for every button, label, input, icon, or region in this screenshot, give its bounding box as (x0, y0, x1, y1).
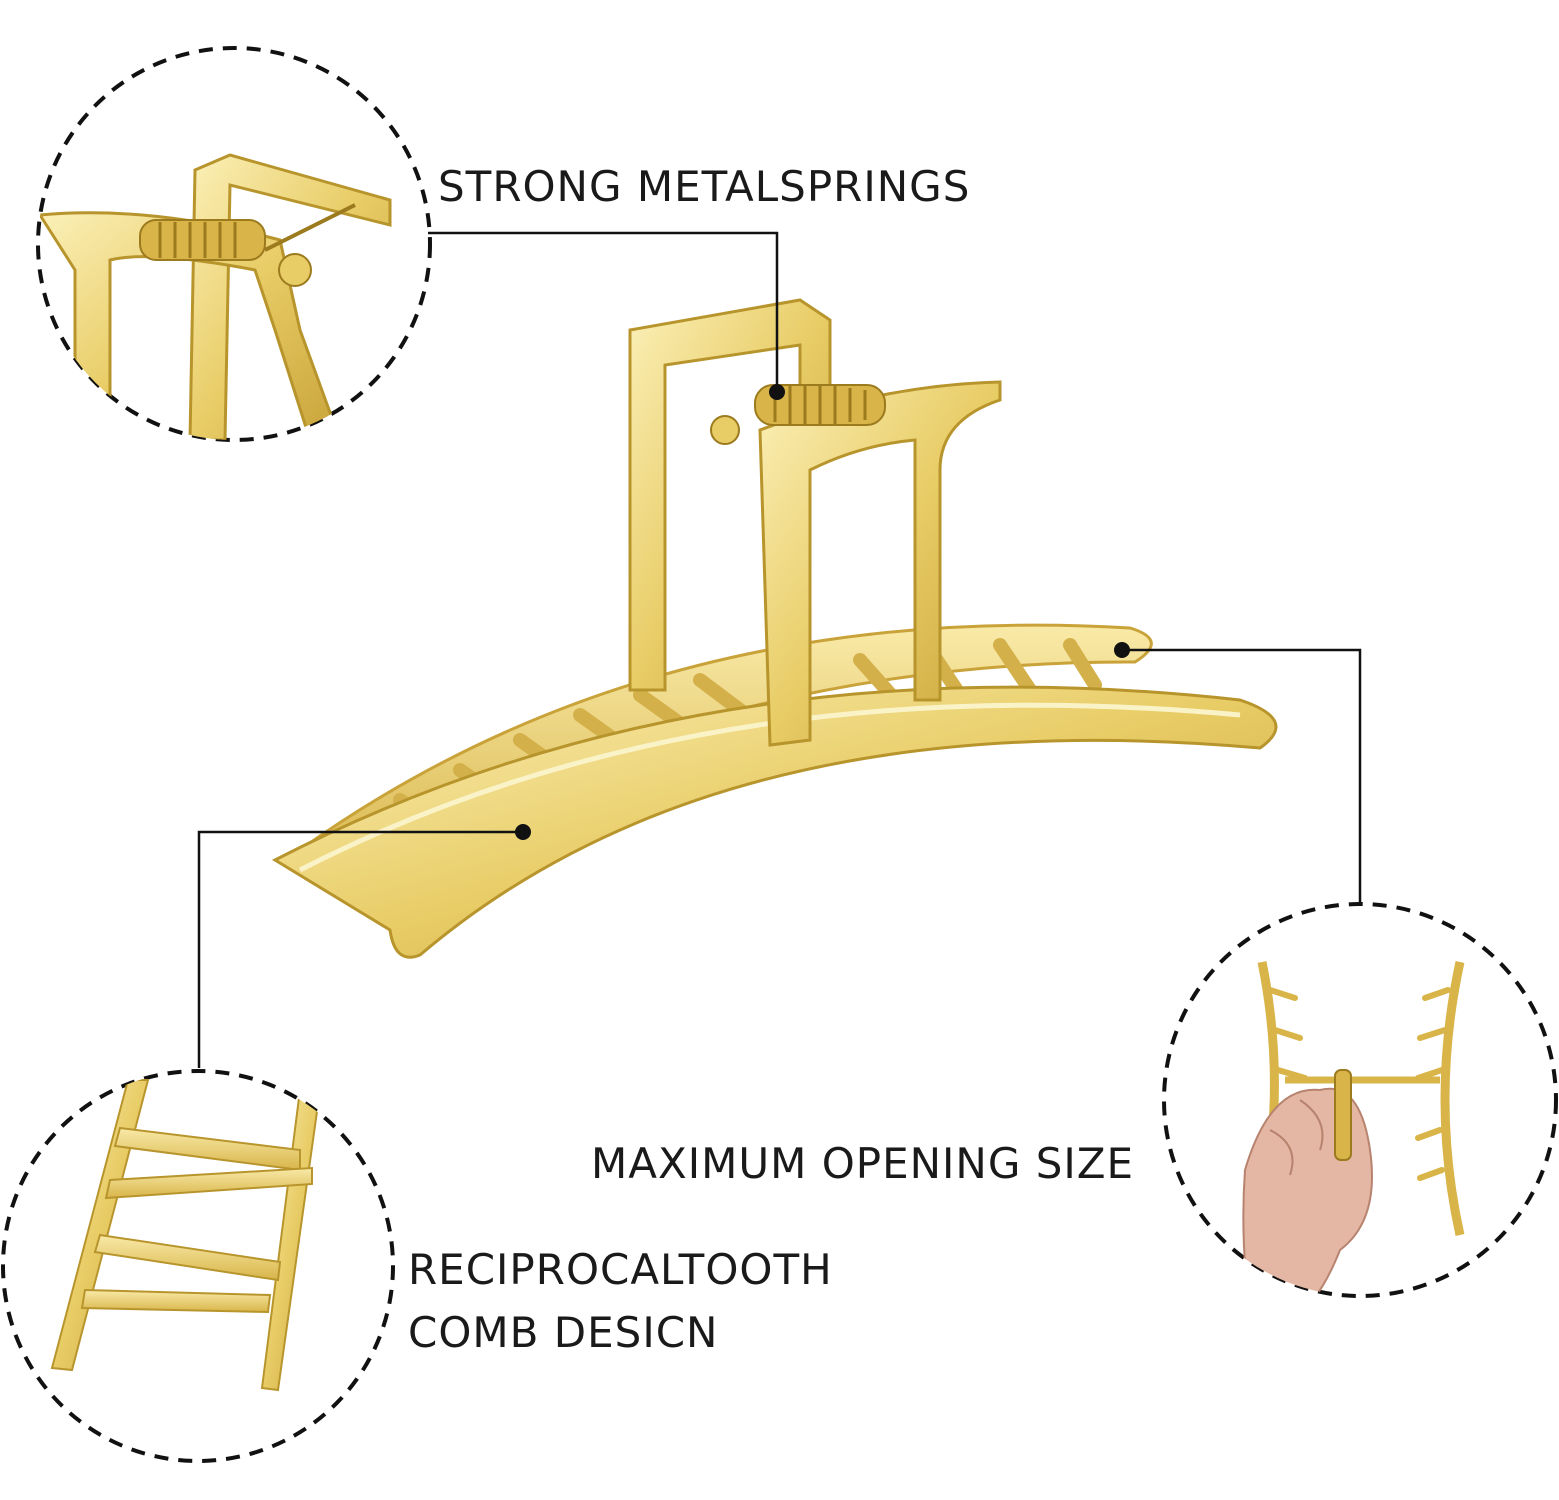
spring-hinge-closeup-icon (38, 153, 392, 440)
comb-teeth-closeup-icon (50, 1079, 322, 1392)
callout-springs (36, 46, 785, 442)
comb-label-line1: RECIPROCALTOOTH (408, 1245, 833, 1294)
opening-size-label: MAXIMUM OPENING SIZE (591, 1139, 1135, 1188)
hand-holding-open-clip-icon (1242, 961, 1465, 1296)
hair-clip-product-image (271, 298, 1278, 959)
callout-opening (1114, 642, 1558, 1298)
callout-comb (1, 824, 531, 1463)
comb-label-line2: COMB DESICN (408, 1308, 719, 1357)
springs-label: STRONG METALSPRINGS (438, 162, 971, 211)
